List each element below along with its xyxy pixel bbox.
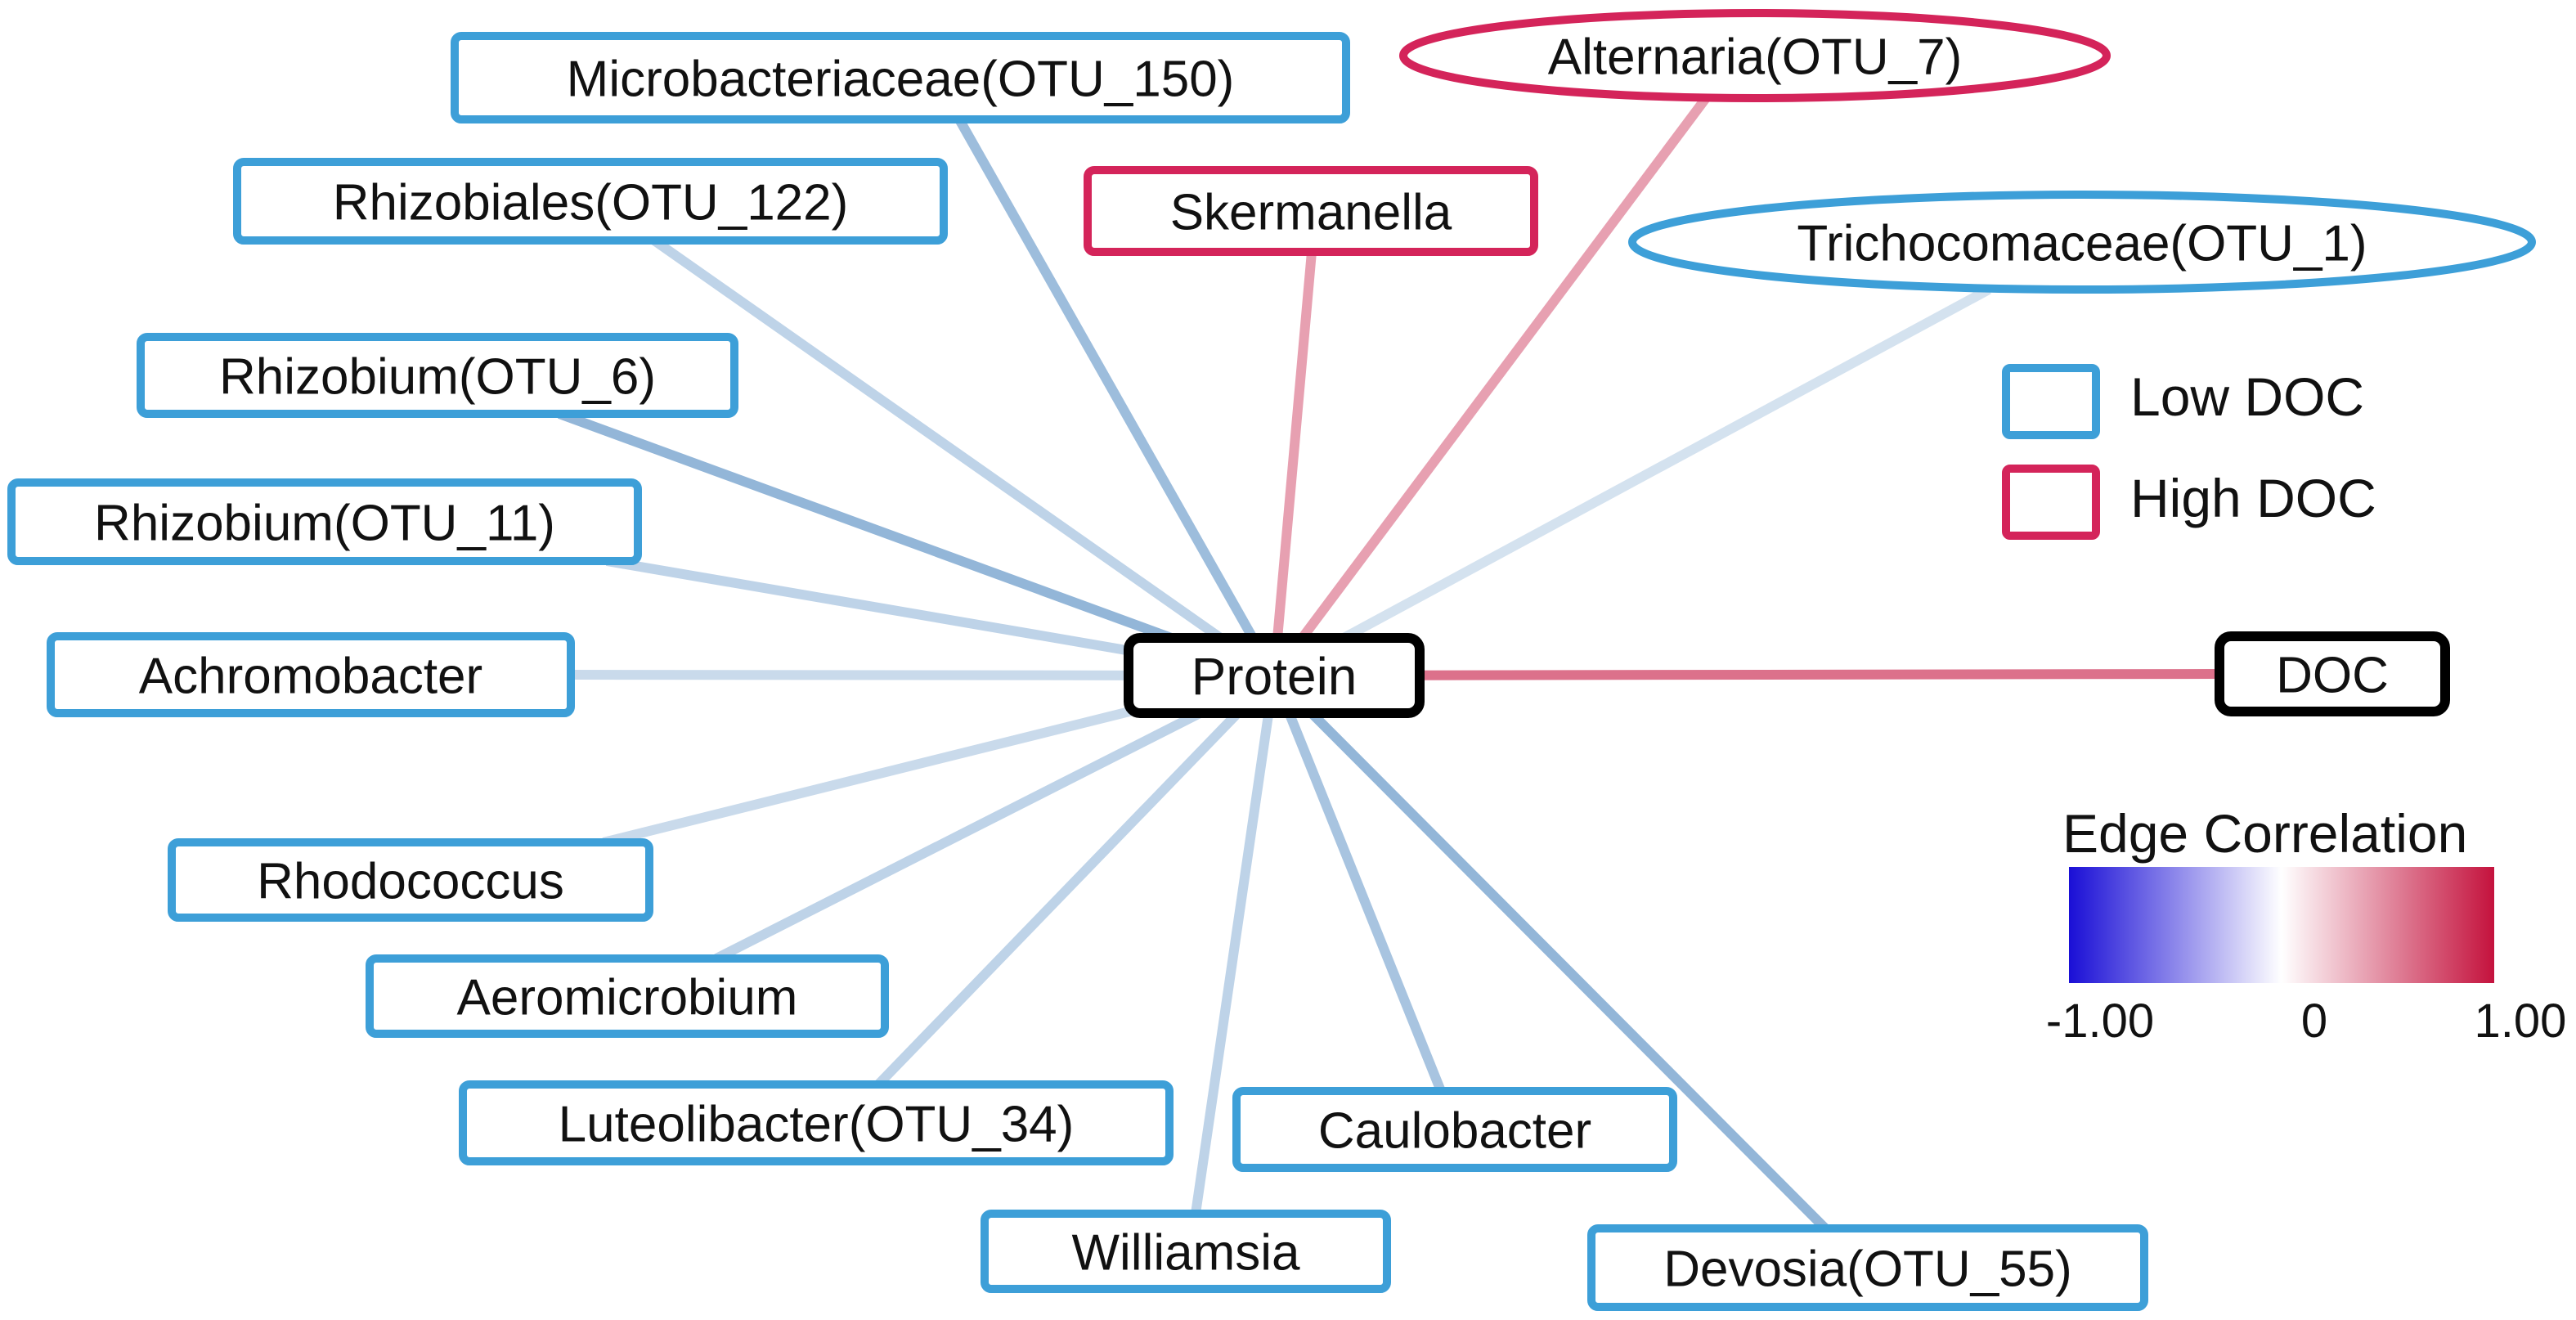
colorbar-title: Edge Correlation xyxy=(2062,803,2467,864)
node-alternaria[interactable]: Alternaria(OTU_7) xyxy=(1399,9,2111,102)
node-williamsia-label: Williamsia xyxy=(1072,1224,1301,1281)
node-luteolibacter-border xyxy=(459,1080,1174,1165)
colorbar-mid-label: 0 xyxy=(2301,994,2327,1048)
node-skermanella-label: Skermanella xyxy=(1170,184,1452,240)
legend-low-label: Low DOC xyxy=(2130,366,2364,427)
node-rhizobiales-border xyxy=(233,158,948,245)
node-protein-border xyxy=(1124,633,1425,718)
legend-high-swatch xyxy=(2002,465,2100,540)
node-devosia-label: Devosia(OTU_55) xyxy=(1663,1241,2072,1297)
node-microbacteriaceae-label: Microbacteriaceae(OTU_150) xyxy=(567,51,1235,107)
node-doc[interactable]: DOC xyxy=(2215,631,2450,716)
node-doc-label: DOC xyxy=(2276,647,2389,703)
edge-protein-devosia xyxy=(1270,671,1829,1232)
node-williamsia[interactable]: Williamsia xyxy=(981,1210,1391,1293)
node-devosia[interactable]: Devosia(OTU_55) xyxy=(1587,1224,2148,1311)
node-aeromicrobium-border xyxy=(366,954,889,1038)
node-alternaria-border xyxy=(1399,9,2111,102)
node-rhizobium11-border xyxy=(7,478,642,565)
node-skermanella-border xyxy=(1084,166,1538,256)
node-aeromicrobium[interactable]: Aeromicrobium xyxy=(366,954,889,1038)
node-microbacteriaceae[interactable]: Microbacteriaceae(OTU_150) xyxy=(451,32,1350,123)
node-devosia-border xyxy=(1587,1224,2148,1311)
node-rhizobium11[interactable]: Rhizobium(OTU_11) xyxy=(7,478,642,565)
node-rhizobium6[interactable]: Rhizobium(OTU_6) xyxy=(137,333,738,418)
edge-protein-rhizobiales xyxy=(651,236,1277,680)
legend-low-swatch xyxy=(2002,364,2100,439)
legend-high-label: High DOC xyxy=(2130,468,2376,528)
node-achromobacter[interactable]: Achromobacter xyxy=(47,632,575,717)
node-protein[interactable]: Protein xyxy=(1124,633,1425,718)
node-rhodococcus[interactable]: Rhodococcus xyxy=(168,838,653,922)
edge-protein-luteolibacter xyxy=(874,671,1278,1089)
node-rhizobiales[interactable]: Rhizobiales(OTU_122) xyxy=(233,158,948,245)
node-trichocomaceae-border xyxy=(1628,191,2536,294)
edge-protein-caulobacter xyxy=(1269,673,1446,1093)
edge-protein-doc xyxy=(1273,669,2220,680)
node-achromobacter-border xyxy=(47,632,575,717)
node-achromobacter-label: Achromobacter xyxy=(139,648,482,704)
node-caulobacter[interactable]: Caulobacter xyxy=(1232,1087,1677,1172)
node-rhizobiales-label: Rhizobiales(OTU_122) xyxy=(333,174,849,231)
node-caulobacter-border xyxy=(1232,1087,1677,1172)
edge-protein-skermanella xyxy=(1269,251,1317,676)
node-doc-border xyxy=(2215,631,2450,716)
node-aeromicrobium-label: Aeromicrobium xyxy=(457,969,798,1026)
colorbar-min-label: -1.00 xyxy=(2046,994,2154,1048)
legend: Low DOC High DOC xyxy=(2002,364,2376,540)
edge-protein-williamsia xyxy=(1191,675,1279,1214)
node-skermanella[interactable]: Skermanella xyxy=(1084,166,1538,256)
node-rhizobium11-label: Rhizobium(OTU_11) xyxy=(94,495,555,551)
node-protein-label: Protein xyxy=(1192,647,1358,706)
node-rhodococcus-border xyxy=(168,838,653,922)
node-luteolibacter[interactable]: Luteolibacter(OTU_34) xyxy=(459,1080,1174,1165)
node-williamsia-border xyxy=(981,1210,1391,1293)
node-alternaria-label: Alternaria(OTU_7) xyxy=(1548,29,1962,85)
node-caulobacter-label: Caulobacter xyxy=(1318,1102,1591,1159)
edge-protein-rhizobium6 xyxy=(557,409,1277,680)
colorbar-max-label: 1.00 xyxy=(2475,994,2567,1048)
node-microbacteriaceae-border xyxy=(451,32,1350,123)
node-rhizobium6-label: Rhizobium(OTU_6) xyxy=(219,348,656,405)
colorbar-gradient xyxy=(2069,867,2494,983)
node-luteolibacter-label: Luteolibacter(OTU_34) xyxy=(559,1096,1075,1152)
nodes-layer: Protein Microbacteriaceae(OTU_150) Alterna… xyxy=(7,9,2536,1311)
edge-protein-microbacteriaceae xyxy=(954,117,1279,678)
node-trichocomaceae[interactable]: Trichocomaceae(OTU_1) xyxy=(1628,191,2536,294)
edge-protein-aeromicrobium xyxy=(714,671,1277,963)
node-rhizobium6-border xyxy=(137,333,738,418)
edge-protein-alternaria xyxy=(1270,95,1710,679)
edge-protein-trichocomaceae xyxy=(1272,285,1991,680)
node-trichocomaceae-label: Trichocomaceae(OTU_1) xyxy=(1797,215,2367,272)
node-rhodococcus-label: Rhodococcus xyxy=(257,853,564,909)
colorbar: Edge Correlation -1.00 0 1.00 xyxy=(2046,803,2567,1048)
